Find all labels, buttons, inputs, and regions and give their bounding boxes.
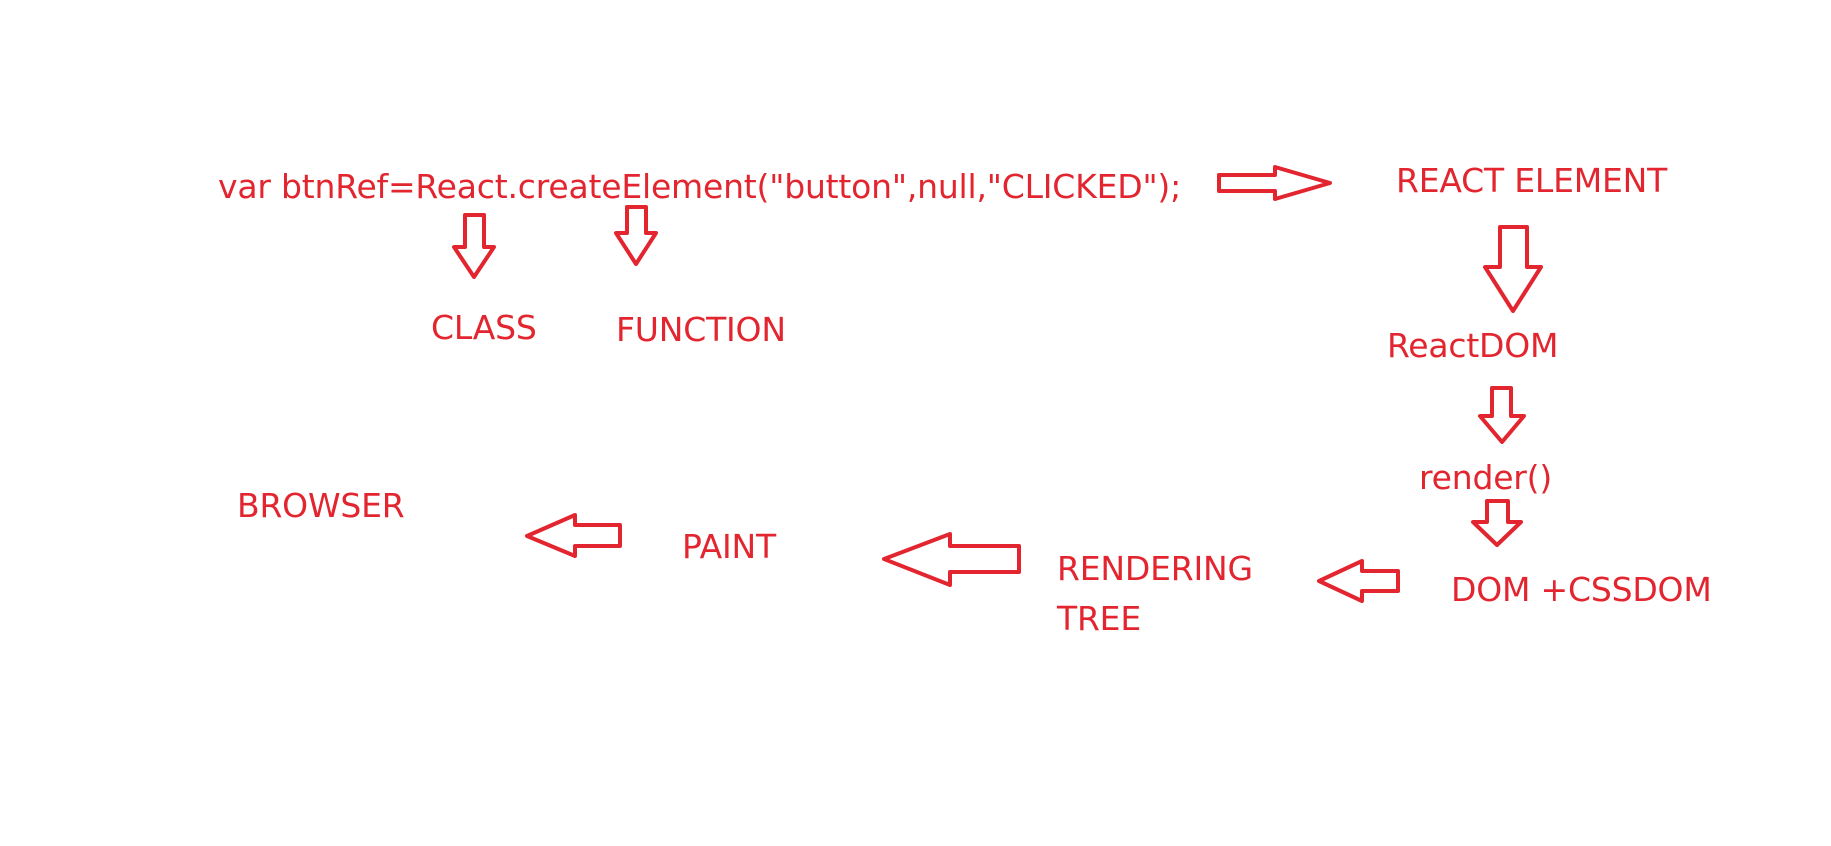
- arrow-code-to-react-element: [1217, 165, 1332, 201]
- arrow-code-to-function: [614, 205, 658, 266]
- class-label: CLASS: [431, 308, 537, 347]
- arrow-paint-to-browser: [525, 513, 622, 558]
- rendering-tree-label-line1: RENDERING: [1057, 549, 1253, 588]
- browser-label: BROWSER: [237, 486, 405, 525]
- arrow-code-to-class: [452, 213, 496, 279]
- arrow-render-to-dom: [1471, 499, 1523, 547]
- arrow-react-element-to-reactdom: [1483, 225, 1543, 313]
- arrow-rendering-tree-to-paint: [882, 532, 1021, 587]
- arrow-reactdom-to-render: [1478, 386, 1526, 444]
- render-label: render(): [1419, 458, 1553, 497]
- react-element-label: REACT ELEMENT: [1396, 161, 1668, 200]
- reactdom-label: ReactDOM: [1387, 326, 1559, 365]
- function-label: FUNCTION: [616, 310, 786, 349]
- rendering-tree-label-line2: TREE: [1057, 599, 1141, 638]
- paint-label: PAINT: [682, 527, 776, 566]
- arrow-dom-to-rendering-tree: [1317, 559, 1400, 603]
- code-line-label: var btnRef=React.createElement("button",…: [218, 167, 1182, 206]
- dom-cssdom-label: DOM +CSSDOM: [1451, 570, 1712, 609]
